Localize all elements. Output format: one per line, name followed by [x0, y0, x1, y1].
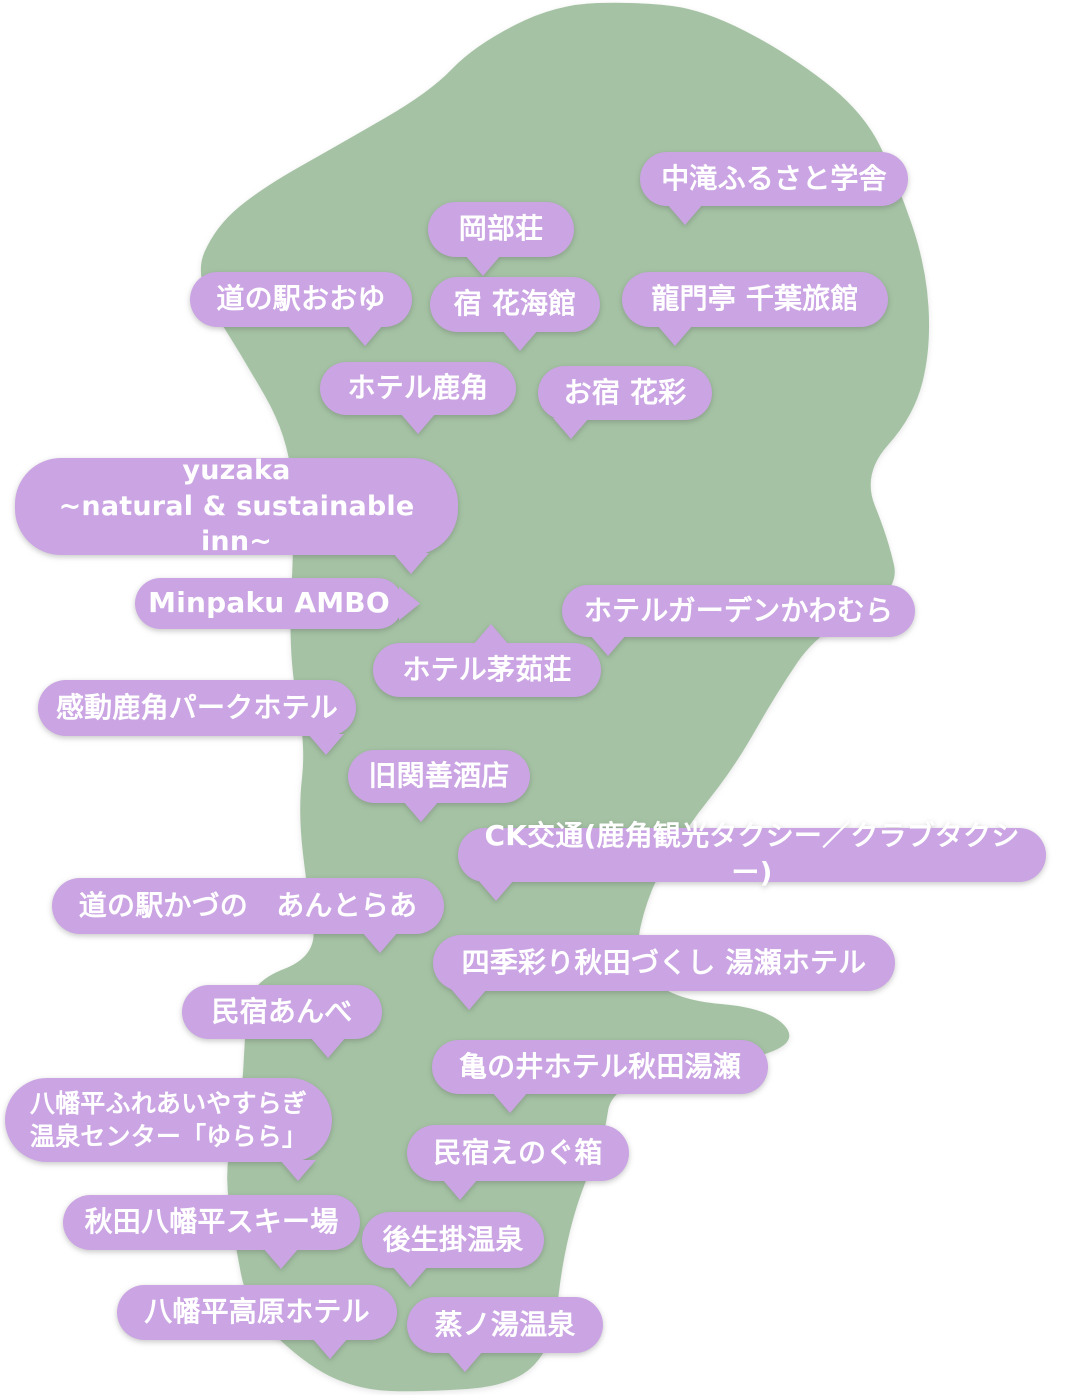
map-label-bubble-akita-hachimantai-ski[interactable]: 秋田八幡平スキー場	[63, 1195, 360, 1269]
map-label-text: 後生掛温泉	[382, 1222, 524, 1256]
map-label-bubble-minshuku-anbe[interactable]: 民宿あんべ	[182, 985, 382, 1058]
bubble-tail	[280, 1160, 316, 1181]
map-label-bubble-nakataki-furusato-gakusha[interactable]: 中滝ふるさと学舎	[640, 152, 908, 225]
map-label-text: 民宿えのぐ箱	[433, 1135, 603, 1169]
map-label-text: 宿 花海館	[453, 287, 577, 321]
map-label-bubble-yuzaka-inn[interactable]: yuzaka ~natural & sustainable inn~	[15, 455, 458, 574]
map-label-bubble-yuze-hotel[interactable]: 四季彩り秋田づくし 湯瀬ホテル	[433, 935, 895, 1010]
map-label-text: 蒸ノ湯温泉	[434, 1307, 576, 1341]
map-label-text: お宿 花彩	[563, 375, 687, 409]
bubble-tail	[399, 586, 420, 621]
map-label-text: 民宿あんべ	[211, 994, 353, 1028]
map-label-text: 四季彩り秋田づくし 湯瀬ホテル	[461, 945, 867, 979]
map-label-text: 道の駅おおゆ	[216, 282, 386, 316]
bubble-tail	[403, 801, 439, 822]
map-label-text: ホテル鹿角	[347, 371, 489, 405]
bubble-tail	[657, 325, 693, 346]
map-label-bubble-kamenoi-hotel-akita-yuze[interactable]: 亀の井ホテル秋田湯瀬	[432, 1040, 768, 1113]
map-label-bubble-minshuku-enogubako[interactable]: 民宿えのぐ箱	[407, 1125, 629, 1200]
bubble-tail	[347, 325, 383, 346]
map-label-text: CK交通(鹿角観光タクシー／クラブタクシー)	[484, 819, 1020, 889]
map-label-text: 秋田八幡平スキー場	[84, 1205, 339, 1239]
map-label-text: 旧関善酒店	[368, 759, 510, 793]
map-label-bubble-hotel-kazuno[interactable]: ホテル鹿角	[320, 362, 516, 434]
bubble-tail	[393, 553, 429, 574]
map-label-bubble-ck-kotsu[interactable]: CK交通(鹿角観光タクシー／クラブタクシー)	[458, 819, 1046, 901]
bubble-tail	[362, 932, 398, 953]
bubble-tail	[465, 255, 501, 276]
bubble-tail	[667, 204, 703, 225]
map-label-text: ホテル茅茹荘	[402, 652, 572, 686]
map-label-bubble-goshogake-onsen[interactable]: 後生掛温泉	[362, 1212, 544, 1287]
map-label-bubble-okabeso[interactable]: 岡部荘	[428, 202, 574, 276]
bubble-tail	[310, 1037, 346, 1058]
bubble-tail	[553, 418, 589, 439]
map-label-text: yuzaka ~natural & sustainable inn~	[58, 455, 415, 558]
map-label-text: 亀の井ホテル秋田湯瀬	[458, 1049, 741, 1083]
map-label-text: 道の駅かづの あんとらあ	[78, 888, 418, 922]
bubble-tail	[312, 1338, 348, 1359]
bubble-tail	[502, 330, 538, 351]
map-label-bubble-hotel-bojoso[interactable]: ホテル茅茹荘	[373, 624, 601, 697]
map-label-bubble-michinoeki-kazuno-antler[interactable]: 道の駅かづの あんとらあ	[52, 878, 444, 953]
map-label-bubble-oyado-hanasai[interactable]: お宿 花彩	[538, 366, 712, 439]
map-label-bubble-fukenoyu-onsen[interactable]: 蒸ノ湯温泉	[407, 1297, 603, 1372]
map-label-text: ホテルガーデンかわむら	[583, 593, 894, 627]
map-label-bubble-yado-hanaumikan[interactable]: 宿 花海館	[430, 277, 600, 351]
bubble-tail	[308, 734, 344, 755]
map-label-text: 八幡平ふれあいやすらぎ 温泉センター「ゆらら」	[29, 1089, 308, 1151]
map-label-text: 中滝ふるさと学舎	[661, 161, 887, 195]
map-label-bubble-yurara-onsen-center[interactable]: 八幡平ふれあいやすらぎ 温泉センター「ゆらら」	[5, 1078, 332, 1181]
bubble-tail	[442, 1179, 478, 1200]
map-label-bubble-kyu-sekizen-saketen[interactable]: 旧関善酒店	[348, 750, 530, 822]
bubble-tail	[263, 1248, 299, 1269]
map-label-text: 八幡平高原ホテル	[144, 1295, 370, 1329]
map-label-bubble-hotel-garden-kawamura[interactable]: ホテルガーデンかわむら	[562, 585, 915, 656]
map-label-text: 岡部荘	[458, 212, 544, 246]
bubble-tail	[451, 989, 487, 1010]
bubble-tail	[400, 413, 436, 434]
map-label-bubble-hachimantai-kogen-hotel[interactable]: 八幡平高原ホテル	[117, 1285, 397, 1359]
map-label-bubble-ryumontei-chiba-ryokan[interactable]: 龍門亭 千葉旅館	[622, 272, 888, 346]
map-label-bubble-minpaku-ambo[interactable]: Minpaku AMBO	[135, 578, 420, 629]
map-label-bubble-kando-kazuno-park-hotel[interactable]: 感動鹿角パークホテル	[38, 680, 356, 755]
bubble-tail	[392, 1266, 428, 1287]
map-label-text: Minpaku AMBO	[148, 586, 390, 620]
map-label-text: 感動鹿角パークホテル	[55, 690, 338, 724]
bubble-tail	[447, 1351, 483, 1372]
bubble-tail	[492, 1092, 528, 1113]
bubble-tail	[473, 624, 509, 645]
map-label-text: 龍門亭 千葉旅館	[651, 282, 859, 316]
map-label-bubble-michinoeki-oyu[interactable]: 道の駅おおゆ	[190, 272, 412, 346]
